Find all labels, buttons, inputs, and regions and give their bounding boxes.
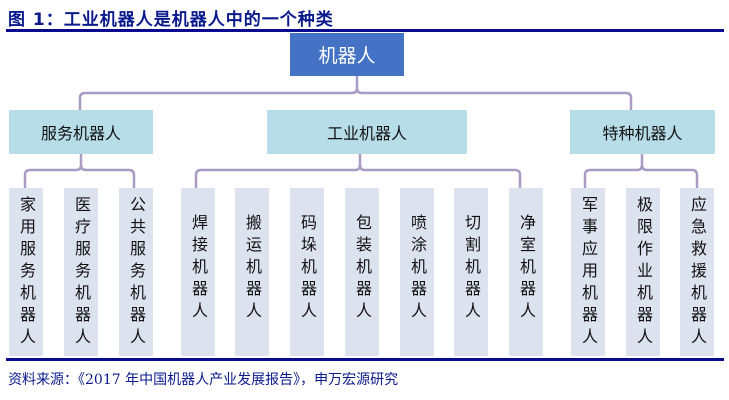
source-note: 资料来源：《2017 年中国机器人产业发展报告》，申万宏源研究	[8, 372, 399, 388]
leaf-node: 焊接机器人	[181, 188, 215, 356]
category-label: 工业机器人	[326, 124, 407, 143]
leaf-label: 喷涂机器人	[408, 214, 427, 324]
leaf-label: 包装机器人	[353, 214, 372, 324]
leaf-node: 家用服务机器人	[9, 188, 43, 356]
leaf-node: 包装机器人	[345, 188, 379, 356]
leaf-label: 码垛机器人	[298, 214, 317, 324]
leaf-label: 家用服务机器人	[17, 196, 36, 350]
category-label: 服务机器人	[40, 124, 121, 143]
top-rule	[6, 29, 724, 32]
leaf-label: 应急救援机器人	[688, 196, 707, 350]
category-industrial: 工业机器人	[267, 110, 467, 154]
leaf-node: 切割机器人	[454, 188, 488, 356]
leaf-label: 医疗服务机器人	[72, 196, 91, 350]
category-label: 特种机器人	[602, 124, 683, 143]
leaf-label: 搬运机器人	[243, 214, 262, 324]
connector-service	[23, 154, 136, 188]
root-label: 机器人	[318, 45, 376, 67]
leaf-label: 焊接机器人	[189, 214, 208, 324]
connector-special	[583, 154, 699, 188]
category-service: 服务机器人	[9, 110, 153, 154]
leaf-label: 军事应用机器人	[579, 196, 598, 350]
leaf-node: 极限作业机器人	[626, 188, 660, 356]
bottom-rule	[6, 358, 724, 361]
leaf-node: 码垛机器人	[290, 188, 324, 356]
leaf-node: 公共服务机器人	[119, 188, 153, 356]
leaf-node: 喷涂机器人	[400, 188, 434, 356]
leaf-label: 净室机器人	[517, 214, 536, 324]
connector-root	[78, 76, 633, 110]
figure-title: 图 1：工业机器人是机器人中的一个种类	[8, 10, 334, 30]
leaf-label: 公共服务机器人	[127, 196, 146, 350]
category-special: 特种机器人	[570, 110, 715, 154]
leaf-node: 应急救援机器人	[680, 188, 714, 356]
connector-industrial	[194, 154, 522, 188]
leaf-node: 净室机器人	[509, 188, 543, 356]
root-node: 机器人	[290, 33, 404, 76]
leaf-node: 搬运机器人	[235, 188, 269, 356]
leaf-label: 切割机器人	[462, 214, 481, 324]
leaf-label: 极限作业机器人	[634, 196, 653, 350]
leaf-node: 医疗服务机器人	[64, 188, 98, 356]
leaf-node: 军事应用机器人	[571, 188, 605, 356]
